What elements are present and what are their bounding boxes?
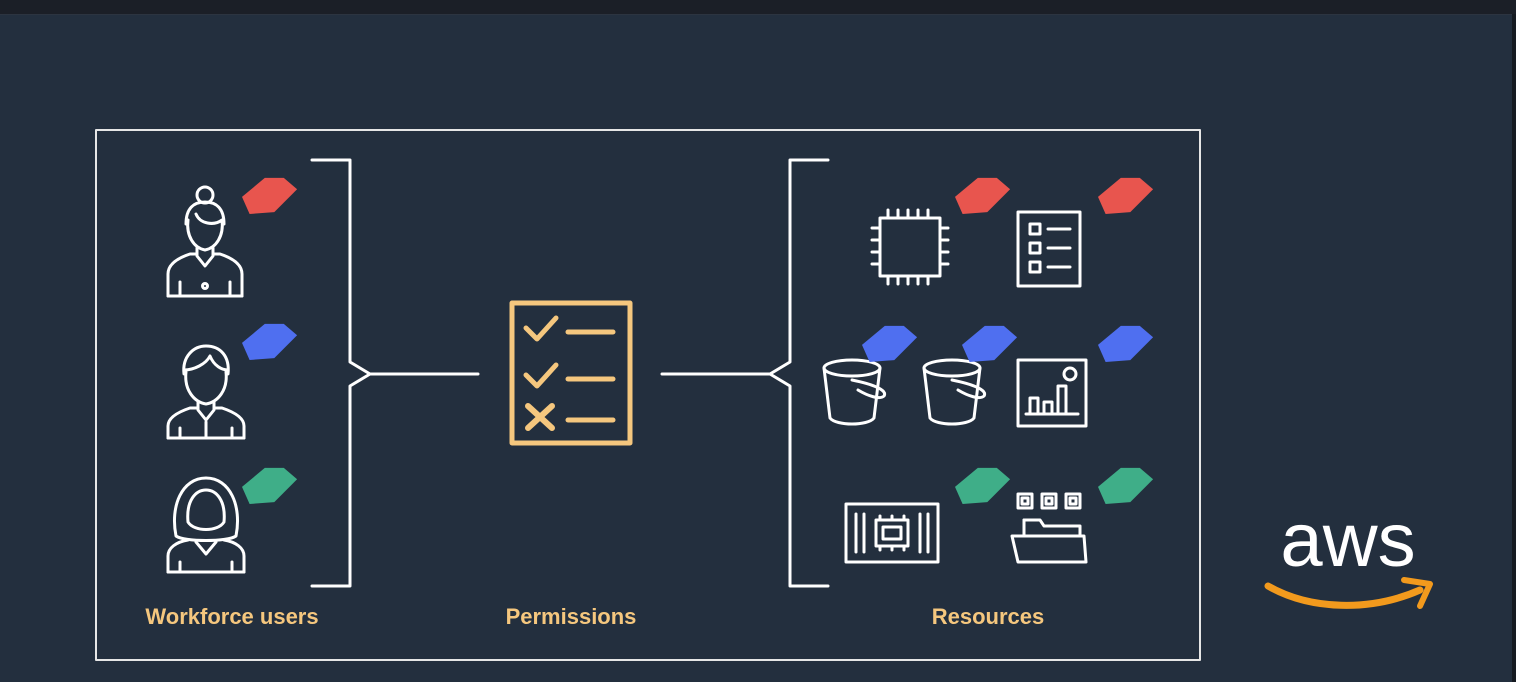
aws-logo-text: aws <box>1280 498 1415 583</box>
aws-smile-icon <box>1264 582 1424 609</box>
tag-blue <box>242 323 298 360</box>
tag-blue <box>1098 325 1154 362</box>
bucket-icon <box>822 358 887 426</box>
woman-user-icon <box>166 185 244 298</box>
window-top-bar <box>0 0 1516 15</box>
x-icon <box>525 403 555 431</box>
permissions-label: Permissions <box>506 604 637 629</box>
chip-icon <box>870 208 950 286</box>
tag-blue <box>962 325 1018 362</box>
man-user-icon <box>166 344 246 440</box>
aws-logo: aws <box>1264 498 1433 609</box>
users-bracket <box>310 158 372 588</box>
tag-red <box>955 177 1011 214</box>
bucket-icon <box>922 358 987 426</box>
resources-label: Resources <box>932 604 1045 629</box>
tag-blue <box>862 325 918 362</box>
tag-green <box>242 467 298 504</box>
permissions-checklist-icon <box>509 300 633 446</box>
tag-green <box>1098 467 1154 504</box>
workforce-users-label: Workforce users <box>145 604 318 629</box>
folder-network-icon <box>1010 492 1088 564</box>
check-icon <box>523 362 559 389</box>
tag-green <box>955 467 1011 504</box>
tag-red <box>1098 177 1154 214</box>
container-chip-icon <box>844 502 940 564</box>
analytics-chart-icon <box>1016 358 1088 428</box>
check-icon <box>523 315 559 342</box>
window-right-edge <box>1512 14 1516 682</box>
resources-bracket <box>768 158 830 588</box>
list-document-icon <box>1016 210 1082 288</box>
tag-red <box>242 177 298 214</box>
diagram-frame <box>95 129 1201 661</box>
hijab-user-icon <box>166 476 246 574</box>
